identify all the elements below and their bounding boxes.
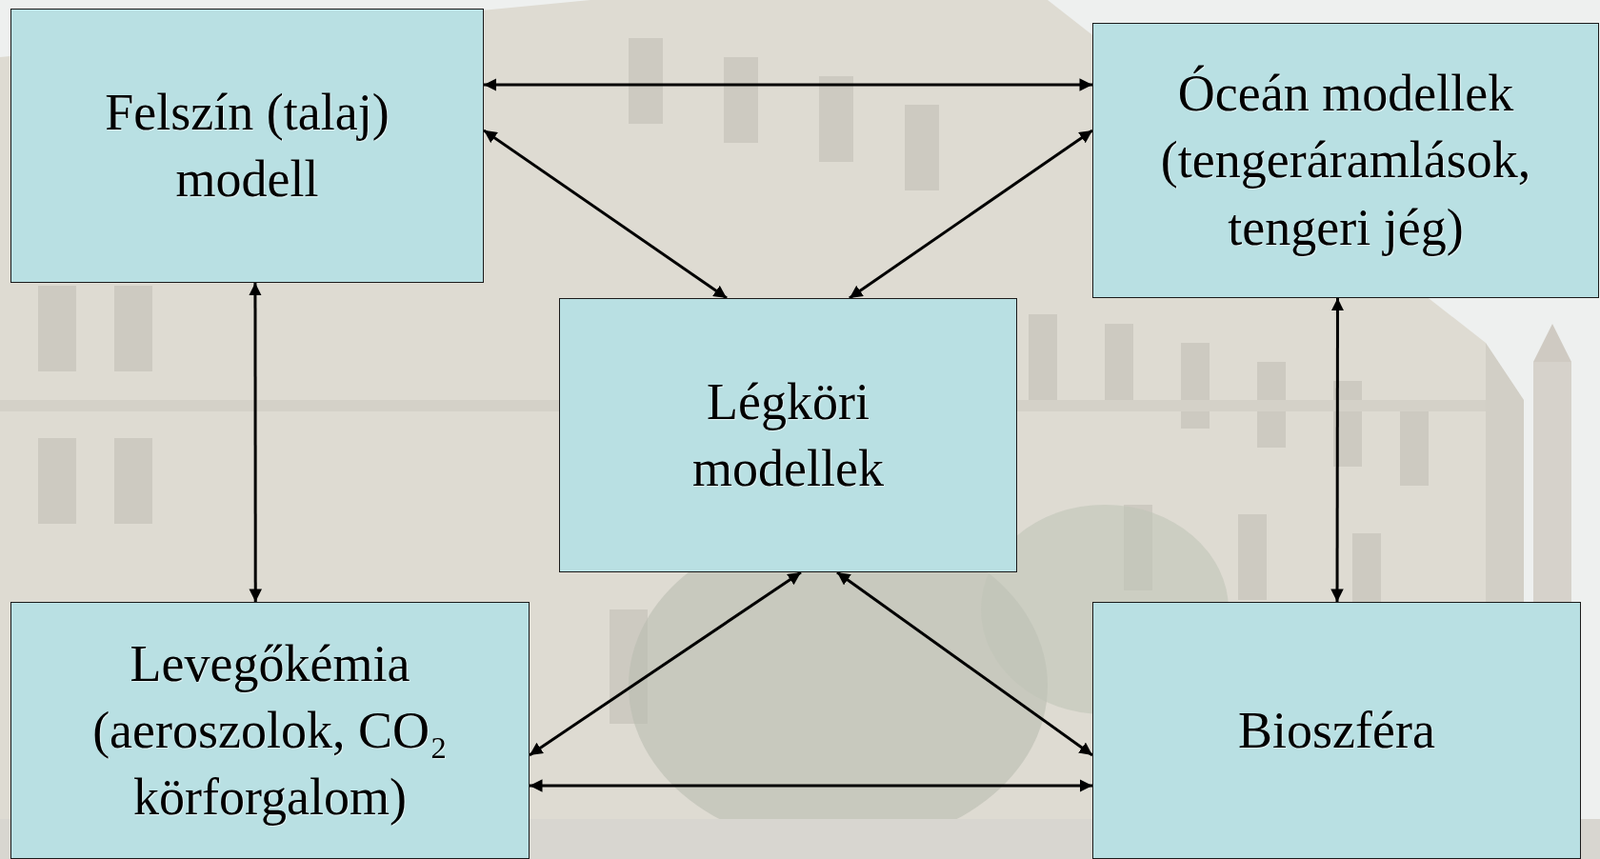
box-label: Légköri modellek [636, 368, 941, 502]
box-label: Óceán modellek (tengeráramlások, tengeri… [1107, 60, 1584, 261]
connector-arrow [529, 784, 1093, 788]
model-box: Felszín (talaj) modell [10, 8, 484, 283]
connector-arrow [253, 282, 257, 602]
box-label: Felszín (talaj) modell [47, 79, 448, 213]
connector-arrow [849, 130, 1093, 299]
box-label: Levegőkémia (aeroszolok, CO₂ körforgalom… [41, 630, 500, 832]
model-box: Bioszféra [1092, 601, 1581, 859]
connector-arrow [837, 572, 1093, 756]
model-box: Levegőkémia (aeroszolok, CO₂ körforgalom… [10, 601, 530, 859]
box-label: Bioszféra [1238, 697, 1436, 764]
connector-arrow [529, 572, 801, 756]
connector-arrow [483, 83, 1093, 87]
model-box: Óceán modellek (tengeráramlások, tengeri… [1092, 22, 1600, 299]
tower-roof [1533, 323, 1572, 362]
connector-arrow [483, 130, 727, 299]
connector-arrow [1336, 298, 1340, 602]
model-box: Légköri modellek [559, 298, 1018, 573]
